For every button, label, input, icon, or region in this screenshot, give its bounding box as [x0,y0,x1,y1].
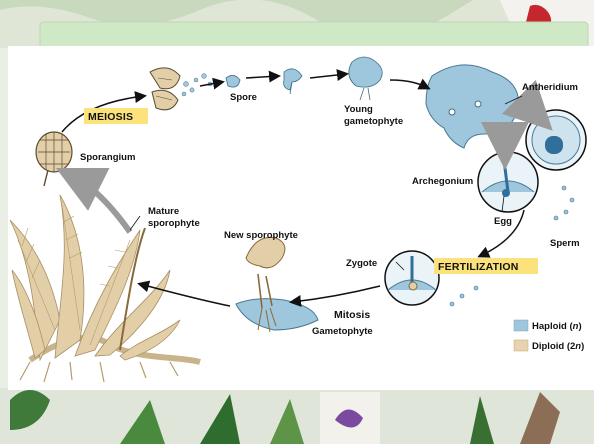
gametophyte-label: Gametophyte [312,326,373,337]
archegonium-inset [478,152,538,212]
spore-illustration [226,75,240,87]
haploid-swatch [514,320,528,331]
meiosis-label: MEIOSIS [88,111,133,123]
mature-sporophyte-label-line1: Mature [148,206,179,217]
spore-label: Spore [230,92,257,103]
antheridium-inset [526,110,586,170]
zygote-label: Zygote [346,258,377,269]
new-sporophyte-label: New sporophyte [224,230,298,241]
sperm-label: Sperm [550,238,580,249]
fertilization-label: FERTILIZATION [438,261,519,273]
antheridium-label: Antheridium [522,82,578,93]
diploid-swatch [514,340,528,351]
diploid-legend-label: Diploid (2n) [532,341,584,352]
sporangium-label: Sporangium [80,152,135,163]
mitosis-label: Mitosis [334,309,370,321]
mature-sporophyte-label-line2: sporophyte [148,218,200,229]
young-gametophyte-label-line2: gametophyte [344,116,403,127]
archegonium-label: Archegonium [412,176,473,187]
haploid-legend-label: Haploid (n) [532,321,582,332]
young-gametophyte-label-line1: Young [344,104,373,115]
egg-label: Egg [494,216,512,227]
zygote-inset [385,251,439,305]
